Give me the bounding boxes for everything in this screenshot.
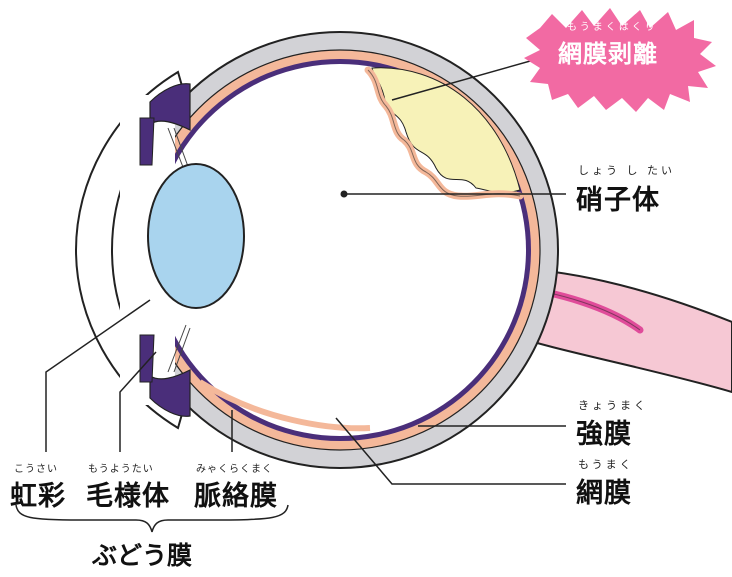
uvea-label: ぶどう膜 [92,536,192,572]
choroid-ruby: みゃくらくまく [196,460,273,475]
vitreous-label: 硝子体 [576,178,660,217]
ciliary-ruby: もうようたい [88,460,154,475]
ciliary-label: 毛様体 [86,474,170,513]
detachment-label: 網膜剥離 [558,34,658,69]
lens [148,164,244,308]
vitreous-ruby: しょう し たい [578,162,675,178]
iris-lower [140,335,154,382]
sclera-ruby: きょうまく [578,397,648,413]
iris-ruby: こうさい [14,460,58,475]
choroid-label: 脈絡膜 [194,474,278,513]
retina-label: 網膜 [576,471,632,510]
detachment-ruby: もうまくはくり [567,18,658,33]
retina-ruby: もうまく [578,456,634,472]
sclera-label: 強膜 [576,412,632,451]
iris-upper [140,118,154,165]
vitreous-marker [341,191,348,198]
iris-label: 虹彩 [10,474,66,513]
